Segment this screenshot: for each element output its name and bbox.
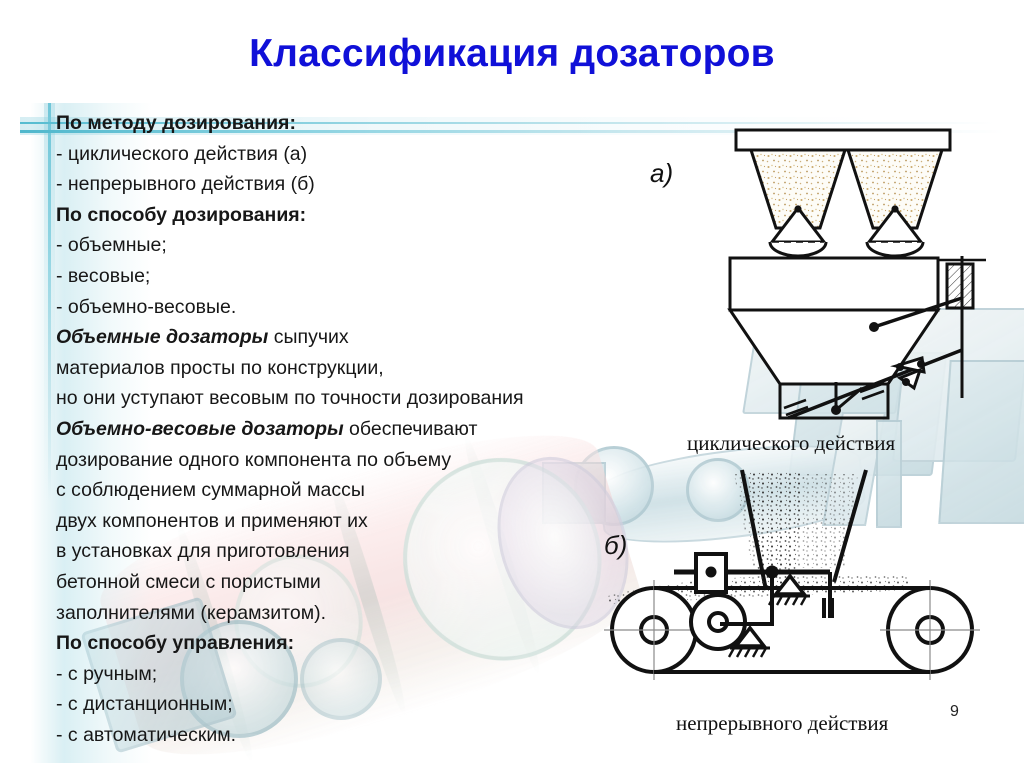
text-line: - с ручным; (56, 659, 656, 690)
pivot-support-lower (727, 625, 770, 658)
horizontal-accent-line-bottom (20, 130, 1024, 133)
text-span: в установках для приготовления (56, 540, 350, 563)
text-line: бетонной смеси с пористыми (56, 567, 656, 598)
text-span: но они уступают весовым по точности дози… (56, 387, 524, 410)
slide-number: 9 (950, 703, 959, 720)
text-span: - циклического действия (а) (56, 142, 308, 165)
text-line: - с дистанционным; (56, 689, 656, 720)
text-line: двух компонентов и применяют их (56, 506, 656, 537)
text-line: По способу дозирования: (56, 200, 656, 231)
text-line: - объемно-весовые. (56, 292, 656, 323)
figure-a-diagram (700, 120, 1000, 430)
text-span: - объемно-весовые. (56, 295, 237, 318)
text-line: - с автоматическим. (56, 720, 656, 751)
horizontal-accent-line-top (20, 122, 1024, 124)
figure-b-diagram (604, 469, 1008, 712)
body-text-block: По методу дозирования: - циклического де… (56, 108, 656, 750)
figure-a-caption: циклического действия (687, 431, 896, 455)
text-span: дозирование одного компонента по объему (56, 448, 452, 471)
text-span-emphasis: Объемно-весовые дозаторы (56, 417, 344, 440)
text-line: По методу дозирования: (56, 108, 656, 139)
text-span: - объемные; (56, 234, 167, 257)
text-span: бетонной смеси с пористыми (56, 570, 321, 593)
text-line: - весовые; (56, 261, 656, 292)
text-span: По методу дозирования: (56, 112, 296, 134)
text-line: заполнителями (керамзитом). (56, 598, 656, 629)
page-title: Классификация дозаторов (249, 32, 775, 75)
text-span: двух компонентов и применяют их (56, 509, 368, 532)
text-line: в установках для приготовления (56, 536, 656, 567)
text-line: материалов просты по конструкции, (56, 353, 656, 384)
text-line: Объемные дозаторы сыпучих (56, 322, 656, 353)
text-span: - с дистанционным; (56, 693, 233, 716)
figure-b-caption: непрерывного действия (676, 711, 889, 735)
text-span: - весовые; (56, 264, 151, 287)
text-span-emphasis: Объемные дозаторы (56, 326, 269, 349)
text-span: По способу управления: (56, 632, 295, 655)
text-span: с соблюдением суммарной массы (56, 479, 365, 502)
vertical-accent-line (48, 103, 51, 503)
left-panel-tint (0, 103, 152, 763)
text-line: - циклического действия (а) (56, 139, 656, 170)
figure-a-svg (727, 128, 986, 420)
text-line: но они уступают весовым по точности дози… (56, 383, 656, 414)
text-line: дозирование одного компонента по объему (56, 445, 656, 476)
text-span: - с ручным; (56, 662, 158, 685)
text-span: обеспечивают (343, 417, 478, 440)
text-line: - непрерывного действия (б) (56, 169, 656, 200)
text-span: материалов просты по конструкции, (56, 356, 384, 379)
text-span: заполнителями (керамзитом). (56, 601, 327, 624)
figure-b-svg (604, 469, 980, 680)
figure-b-label: б) (604, 530, 628, 560)
pivot-support-upper (767, 573, 810, 606)
text-span: сыпучих (268, 326, 349, 349)
text-line: По способу управления: (56, 628, 656, 659)
figure-a-label: а) (650, 158, 674, 188)
text-line: с соблюдением суммарной массы (56, 475, 656, 506)
text-span: - непрерывного действия (б) (56, 173, 315, 196)
text-line: Объемно-весовые дозаторы обеспечивают (56, 414, 656, 445)
text-span: По способу дозирования: (56, 203, 307, 226)
text-span: - с автоматическим. (56, 723, 237, 746)
text-line: - объемные; (56, 230, 656, 261)
